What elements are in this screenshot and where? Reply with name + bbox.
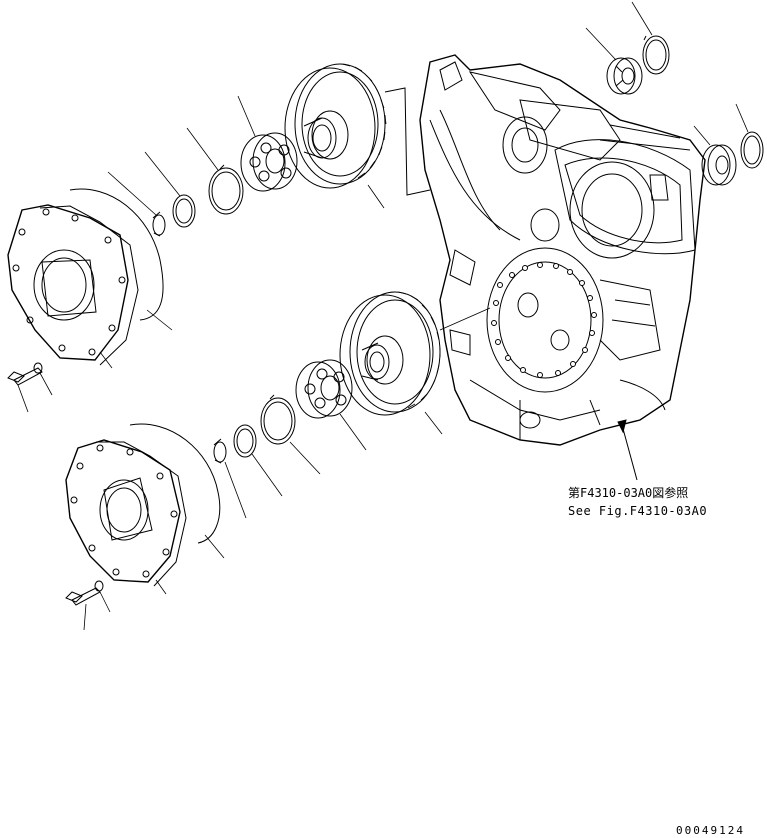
snap-ring-upper-2 — [186, 127, 244, 215]
bearing-right — [693, 125, 737, 186]
transmission-case — [419, 54, 706, 446]
snap-ring-upper-1 — [144, 151, 196, 228]
idler-gear-upper — [284, 63, 431, 209]
washer-upper — [33, 362, 53, 396]
snap-ring-lower-1 — [233, 424, 283, 497]
reference-note-en: See Fig.F4310-03A0 — [568, 504, 707, 518]
idler-gear-lower — [339, 291, 491, 435]
cover-assembly-upper — [7, 188, 173, 369]
bearing-lower — [295, 359, 367, 451]
snap-ring-lower-2 — [260, 394, 321, 475]
document-number: 00049124 — [676, 824, 745, 837]
reference-leader — [617, 419, 638, 481]
bearing-upper-right — [585, 27, 643, 95]
washer-lower — [94, 580, 111, 613]
bolt-lower — [65, 587, 101, 631]
bearing-upper-left — [237, 95, 298, 192]
reference-note-jp: 第F4310-03A0図参照 — [568, 485, 688, 500]
snap-ring-small-lower — [213, 438, 247, 519]
snap-ring-upper-right — [631, 1, 670, 75]
cover-assembly-lower — [65, 423, 225, 595]
snap-ring-small-upper — [107, 171, 166, 237]
snap-ring-right — [735, 103, 764, 169]
bolt-upper — [7, 367, 43, 413]
